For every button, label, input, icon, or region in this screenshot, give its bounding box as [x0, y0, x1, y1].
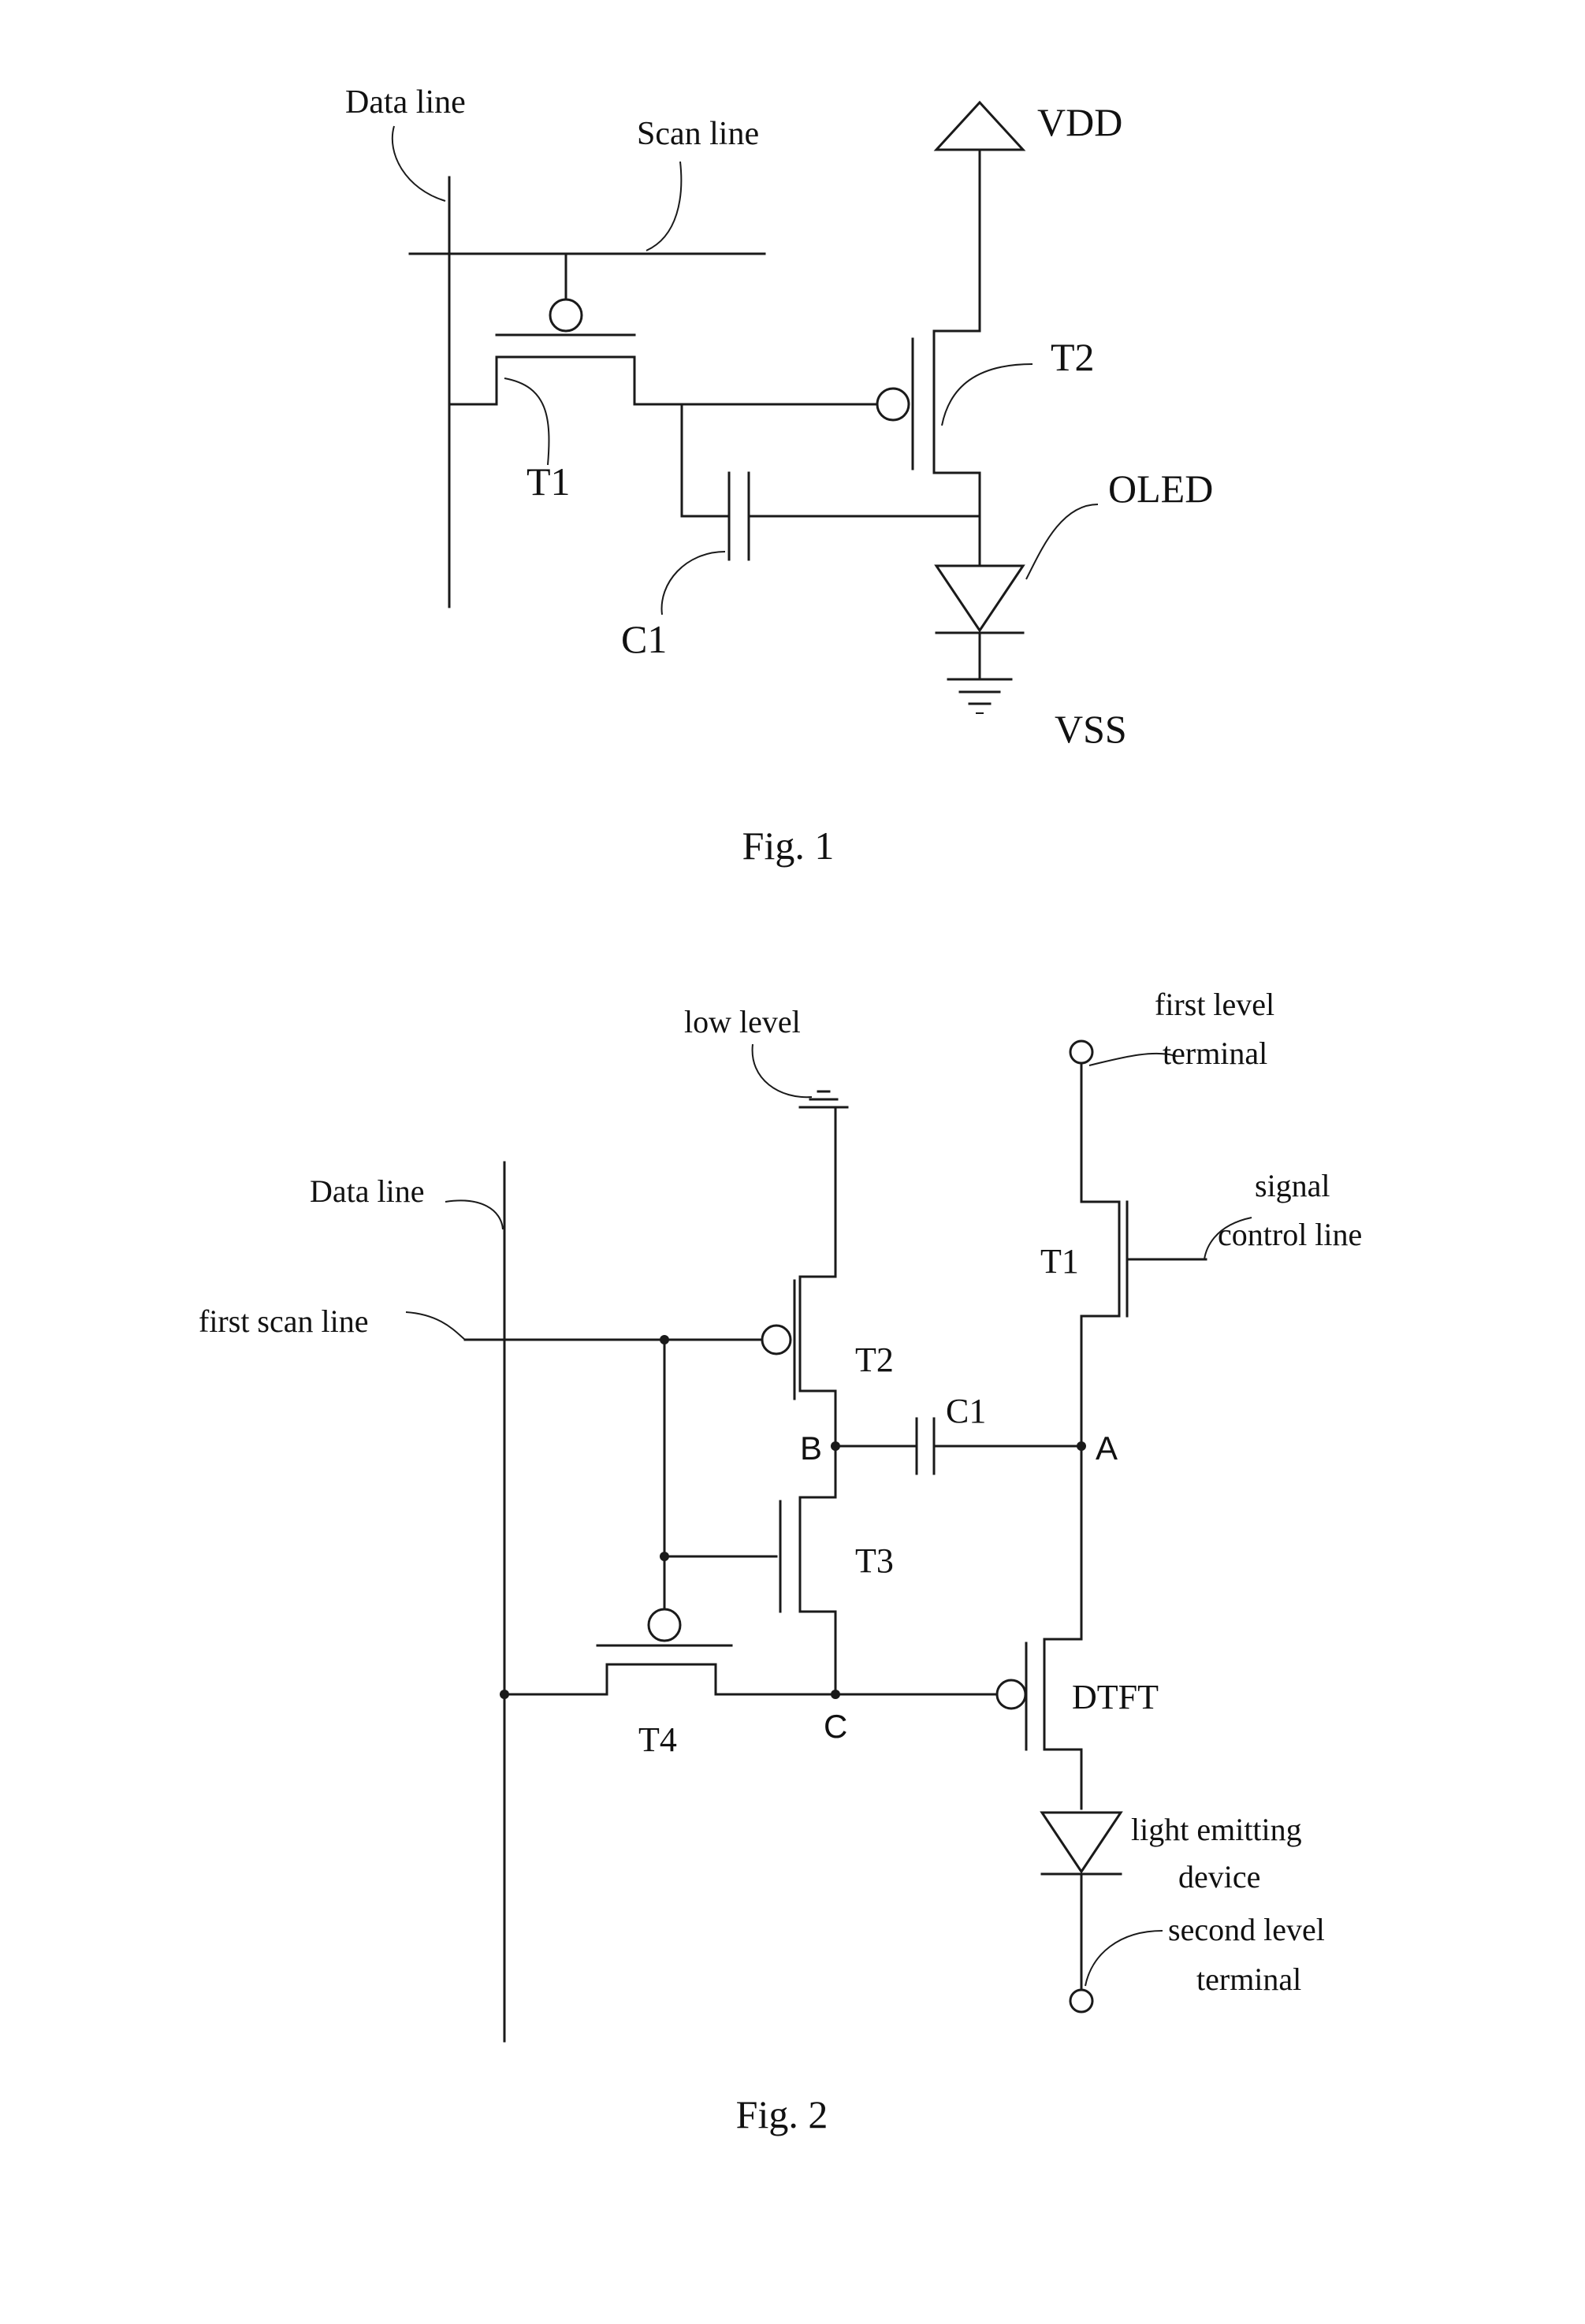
fig1-t2-leader [942, 364, 1032, 426]
fig2-caption: Fig. 2 [736, 2092, 828, 2136]
fig1-c1-label: C1 [621, 617, 667, 661]
fig2-c1-capacitor [917, 1419, 934, 1474]
fig1-circuit: Data line Scan line VDD T2 T1 OLED C1 VS… [345, 84, 1213, 751]
fig1-scan-line-label: Scan line [637, 116, 759, 152]
fig2-low-level-label: low level [684, 1004, 801, 1039]
fig1-c1-capacitor [729, 473, 749, 560]
fig1-cap-wire [682, 404, 729, 516]
fig2-data-line-leader [445, 1200, 503, 1229]
fig1-vdd-label: VDD [1037, 100, 1122, 144]
fig1-c1-leader [662, 552, 725, 615]
fig1-vss-ground-symbol [948, 679, 1011, 713]
fig2-dtft-transistor [997, 1446, 1081, 1809]
fig2-led-label-line2: device [1178, 1859, 1260, 1895]
fig2-t3-transistor [780, 1446, 835, 1694]
fig2-t1-transistor [1081, 1063, 1206, 1446]
fig2-junction-t3 [660, 1552, 669, 1561]
fig2-light-emitting-diode [1042, 1813, 1121, 1990]
fig2-t1-label: T1 [1040, 1242, 1079, 1281]
fig1-vss-label: VSS [1055, 707, 1127, 751]
fig1-oled-diode [936, 516, 1023, 678]
fig1-t2-label: T2 [1051, 335, 1095, 379]
fig2-junction-scan [660, 1335, 669, 1344]
fig2-node-c-label: C [824, 1708, 847, 1745]
fig2-first-level-label-line2: terminal [1163, 1036, 1267, 1071]
fig2-low-level-ground [800, 1091, 847, 1277]
fig2-t2-transistor [762, 1277, 835, 1446]
fig2-dtft-label: DTFT [1072, 1678, 1159, 1716]
fig2-t4-transistor [504, 1609, 835, 1694]
fig2-circuit: low level first level terminal Data line… [199, 987, 1362, 2041]
fig2-first-level-label-line1: first level [1155, 987, 1274, 1022]
fig2-data-line-label: Data line [310, 1173, 425, 1209]
fig1-t1-label: T1 [526, 459, 571, 504]
fig1-data-line-leader [393, 126, 445, 201]
fig2-t4-label: T4 [638, 1720, 677, 1759]
fig2-second-level-label-line1: second level [1168, 1912, 1325, 1947]
fig1-t1-leader [504, 378, 549, 465]
fig2-node-a-label: A [1096, 1430, 1118, 1467]
fig1-oled-label: OLED [1108, 467, 1213, 511]
fig1-data-line-label: Data line [345, 84, 466, 121]
fig1-vdd-symbol [936, 102, 1023, 150]
fig1-t1-transistor [449, 254, 682, 404]
fig2-low-level-leader [753, 1044, 812, 1097]
fig2-junction-data-t4 [500, 1690, 509, 1699]
fig2-second-level-label-line2: terminal [1196, 1961, 1301, 1997]
fig2-second-level-terminal [1070, 1990, 1092, 2012]
fig2-led-label-line1: light emitting [1131, 1812, 1302, 1847]
fig1-t2-transistor [877, 150, 980, 516]
fig2-second-level-leader [1085, 1931, 1163, 1986]
fig2-node-b-label: B [800, 1430, 822, 1467]
fig2-signal-control-label-line1: signal [1255, 1168, 1330, 1203]
fig2-first-scan-line-label: first scan line [199, 1303, 369, 1339]
fig2-t3-label: T3 [855, 1541, 894, 1580]
fig1-scan-line-leader [646, 162, 681, 251]
fig2-first-level-terminal [1070, 1041, 1092, 1063]
fig1-oled-leader [1026, 504, 1098, 579]
fig2-t2-label: T2 [855, 1340, 894, 1379]
fig1-caption: Fig. 1 [742, 824, 835, 868]
fig2-c1-label: C1 [946, 1392, 986, 1430]
fig2-first-scan-leader [406, 1312, 465, 1340]
fig2-signal-control-label-line2: control line [1218, 1217, 1362, 1252]
